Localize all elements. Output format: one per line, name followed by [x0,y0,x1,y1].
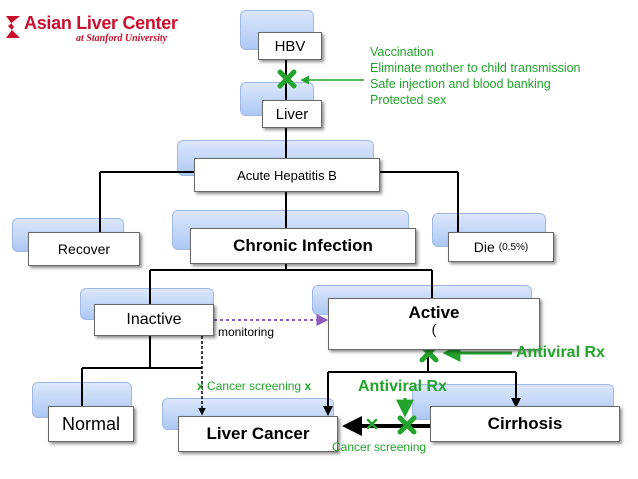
normal-node: Normal [48,406,134,442]
acute-label: Acute Hepatitis B [237,167,337,183]
cancer-screening-inactive-text: Cancer screening [207,379,302,393]
hbv-node: HBV [258,32,322,60]
chronic-infection-node: Chronic Infection [190,228,416,264]
antiviral-cirrhosis-label: Antiviral Rx [358,378,447,395]
small-x-mark-icon [366,418,378,430]
cirrhosis-node: Cirrhosis [430,406,620,442]
screening-x-left-icon: x [197,379,204,393]
active-sublabel: ( [431,321,437,337]
antiviral-active-label: Antiviral Rx [516,344,605,361]
active-label: Active [408,303,460,322]
logo-subtitle: at Stanford University [76,33,168,44]
inactive-node: Inactive [94,304,214,336]
monitoring-label: monitoring [218,325,275,339]
acute-hepatitis-node: Acute Hepatitis B [194,158,380,192]
die-node: Die (0.5%) [448,232,554,262]
inactive-label: Inactive [126,311,182,328]
prevention-item: Safe injection and blood banking [370,77,551,91]
hbv-x-mark-icon [277,69,297,89]
logo-mark-icon [6,16,20,38]
cirrhosis-x-mark-icon [397,415,417,435]
prevention-item: Eliminate mother to child transmission [370,61,581,75]
liver-cancer-node: Liver Cancer [178,416,338,452]
liver-node: Liver [262,100,322,128]
cancer-screening-cirrhosis-label: Cancer screening [332,440,427,454]
chronic-label: Chronic Infection [233,236,373,255]
prevention-item: Vaccination [370,45,434,59]
cancer-screening-inactive-label: x Cancer screening x [197,379,311,393]
liver-cancer-label: Liver Cancer [206,424,310,443]
active-node: Active ( [328,298,540,350]
die-percent: (0.5%) [498,241,529,253]
die-label: Die [473,239,495,255]
logo-title: Asian Liver Center [24,13,178,33]
prevention-list: Vaccination Eliminate mother to child tr… [370,44,581,108]
screening-x-right-icon: x [304,379,312,393]
liver-label: Liver [275,105,309,123]
normal-label: Normal [61,413,120,434]
prevention-item: Protected sex [370,93,447,107]
cirrhosis-label: Cirrhosis [487,414,563,433]
hbv-label: HBV [274,37,306,55]
recover-label: Recover [57,241,111,257]
recover-node: Recover [28,232,140,266]
asian-liver-center-logo: Asian Liver Center at Stanford Universit… [4,10,178,52]
